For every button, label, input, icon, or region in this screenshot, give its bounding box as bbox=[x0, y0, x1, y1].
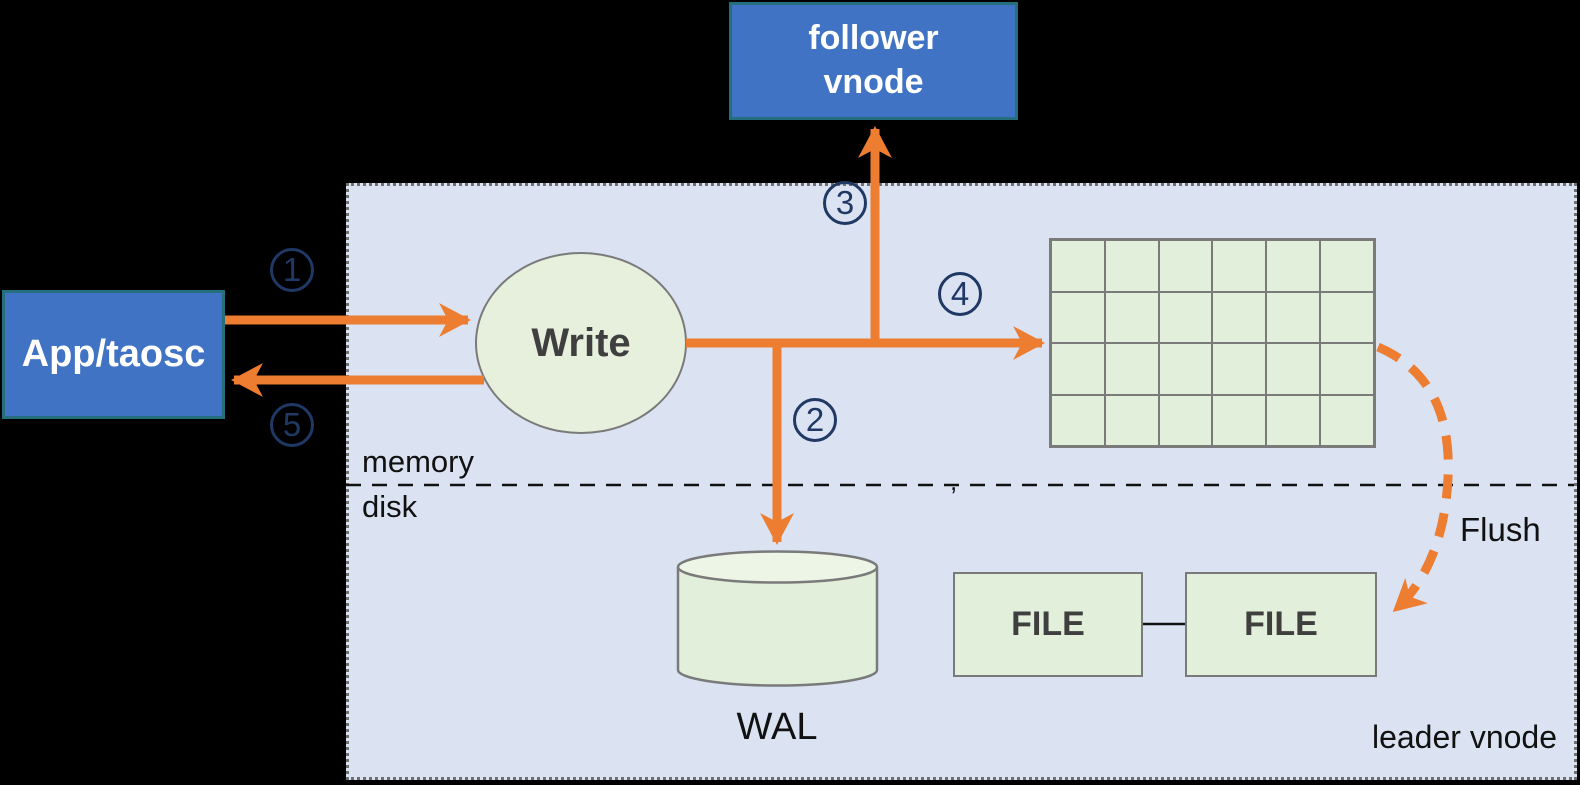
memtable-cell bbox=[1051, 291, 1105, 343]
memtable-cell bbox=[1158, 291, 1213, 343]
memtable-cell bbox=[1320, 240, 1374, 292]
app-taosc-box: App/taosc bbox=[2, 290, 225, 419]
memtable-cell bbox=[1158, 394, 1213, 446]
memtable-cell bbox=[1320, 343, 1374, 395]
memtable-cell bbox=[1266, 240, 1321, 292]
memtable-cell bbox=[1051, 240, 1105, 292]
memory-label: memory bbox=[362, 444, 474, 479]
disk-label: disk bbox=[362, 489, 418, 524]
memtable-cell bbox=[1320, 394, 1374, 446]
step-5-badge: 5 bbox=[270, 403, 314, 447]
file-right-label: FILE bbox=[1244, 605, 1318, 643]
follower-vnode-label: follower vnode bbox=[808, 19, 939, 101]
memtable-cell bbox=[1104, 394, 1159, 446]
step-2-badge: 2 bbox=[793, 398, 837, 442]
app-taosc-label: App/taosc bbox=[21, 333, 206, 375]
memtable-cell bbox=[1212, 343, 1267, 395]
memtable-cell bbox=[1051, 343, 1105, 395]
write-node: Write bbox=[475, 252, 687, 434]
memtable-cell bbox=[1212, 291, 1267, 343]
file-left-label: FILE bbox=[1011, 605, 1085, 643]
memtable-cell bbox=[1320, 291, 1374, 343]
memtable-cell bbox=[1104, 343, 1159, 395]
memtable-cell bbox=[1104, 240, 1159, 292]
step-3-badge: 3 bbox=[823, 181, 867, 225]
memtable-cell bbox=[1158, 343, 1213, 395]
wal-label: WAL bbox=[736, 706, 818, 748]
step-1-badge: 1 bbox=[270, 248, 314, 292]
flush-label: Flush bbox=[1460, 511, 1541, 548]
memtable-cell bbox=[1212, 394, 1267, 446]
memtable-cell bbox=[1266, 291, 1321, 343]
step-4-badge: 4 bbox=[938, 272, 982, 316]
memtable-cell bbox=[1051, 394, 1105, 446]
memtable-grid bbox=[1049, 238, 1376, 448]
file-box-right: FILE bbox=[1185, 572, 1377, 677]
memtable-cell bbox=[1158, 240, 1213, 292]
memtable-cell bbox=[1266, 343, 1321, 395]
memtable-cell bbox=[1266, 394, 1321, 446]
write-label: Write bbox=[531, 320, 631, 365]
follower-vnode-box: follower vnode bbox=[729, 2, 1018, 120]
comma-artifact: , bbox=[950, 466, 958, 496]
leader-vnode-label: leader vnode bbox=[1371, 719, 1557, 755]
memtable-cell bbox=[1104, 291, 1159, 343]
memtable-cell bbox=[1212, 240, 1267, 292]
file-box-left: FILE bbox=[953, 572, 1143, 677]
